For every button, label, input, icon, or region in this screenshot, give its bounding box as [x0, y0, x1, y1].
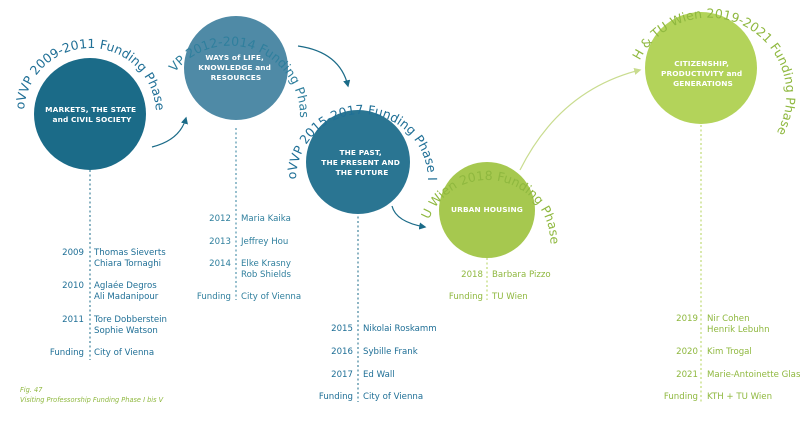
entry-name: Thomas Sieverts	[93, 248, 166, 258]
entry-year: 2009	[62, 248, 84, 258]
entry-funding-label: Funding	[50, 348, 84, 358]
entry-year: 2017	[331, 370, 353, 380]
entry-funding-value: City of Vienna	[94, 348, 154, 358]
entry-name: Maria Kaika	[241, 214, 291, 224]
entry-funding-value: TU Wien	[491, 292, 528, 302]
entry-name: Chiara Tornaghi	[94, 259, 161, 269]
entry-funding-label: Funding	[449, 292, 483, 302]
figure-number: Fig. 47	[20, 386, 43, 394]
entry-name: Nir Cohen	[707, 314, 750, 324]
entry-name: Ali Madanipour	[94, 292, 159, 302]
entry-year: 2018	[461, 270, 483, 280]
entry-name: Rob Shields	[241, 270, 291, 280]
entry-name: Ed Wall	[363, 370, 395, 380]
entry-funding-label: Funding	[664, 392, 698, 402]
phase-2-circle	[184, 16, 288, 120]
phase-5-label-line: GENERATIONS	[673, 79, 733, 88]
phase-2-label-line: RESOURCES	[211, 73, 262, 82]
phase-1-label-line: MARKETS, THE STATE	[45, 105, 136, 114]
entry-year: 2019	[676, 314, 698, 324]
entry-year: 2016	[331, 347, 353, 357]
entry-name: Elke Krasny	[241, 259, 291, 269]
phase-3-label-line: THE FUTURE	[336, 168, 389, 177]
figure-caption: Visiting Professorship Funding Phase I b…	[20, 396, 164, 404]
phase-2-entries: 2012 Maria Kaika 2013 Jeffrey Hou 2014 E…	[197, 214, 301, 302]
entry-name: Henrik Lebuhn	[707, 325, 770, 335]
phase-5-circle	[645, 12, 757, 124]
entry-funding-label: Funding	[197, 292, 231, 302]
phase-3-circle-label: THE PAST, THE PRESENT AND THE FUTURE	[321, 148, 402, 177]
phase-3-circle	[306, 110, 410, 214]
entry-name: Sophie Watson	[94, 326, 158, 336]
phase-4-circle	[439, 162, 535, 258]
phase-1-circle-label: MARKETS, THE STATE and CIVIL SOCIETY	[45, 105, 139, 124]
phase-5-label-line: PRODUCTIVITY and	[661, 69, 742, 78]
phase-4-entries: 2018 Barbara Pizzo Funding TU Wien	[449, 270, 551, 302]
phase-4-circle-label: URBAN HOUSING	[451, 205, 523, 214]
entry-funding-value: KTH + TU Wien	[707, 392, 772, 402]
connector-arrow-1-2	[151, 116, 188, 148]
phase-2-label-line: KNOWLEDGE and	[198, 63, 271, 72]
entry-funding-label: Funding	[319, 392, 353, 402]
phase-1-entries: 2009 Thomas Sieverts Chiara Tornaghi 201…	[50, 248, 167, 358]
connector-arrow-3-4	[391, 205, 427, 230]
phase-5-entries: 2019 Nir Cohen Henrik Lebuhn 2020 Kim Tr…	[664, 314, 800, 402]
entry-year: 2011	[62, 315, 84, 325]
connector-arrow-2-3	[297, 45, 351, 88]
entry-year: 2015	[331, 324, 353, 334]
entry-name: Barbara Pizzo	[492, 270, 551, 280]
entry-year: 2020	[676, 347, 698, 357]
phase-3-label-line: THE PAST,	[339, 148, 381, 157]
entry-name: Tore Dobberstein	[93, 315, 167, 325]
entry-year: 2014	[209, 259, 231, 269]
phase-5-label-line: CITIZENSHIP,	[674, 59, 729, 68]
phase-3-label-line: THE PRESENT AND	[321, 158, 400, 167]
phase-2-circle-label: WAYS of LIFE, KNOWLEDGE and RESOURCES	[198, 53, 273, 82]
entry-year: 2010	[62, 281, 84, 291]
phase-5-circle-label: CITIZENSHIP, PRODUCTIVITY and GENERATION…	[661, 59, 745, 88]
entry-funding-value: City of Vienna	[241, 292, 301, 302]
phase-2-label-line: WAYS of LIFE,	[205, 53, 264, 62]
phase-3-entries: 2015 Nikolai Roskamm 2016 Sybille Frank …	[319, 324, 437, 402]
entry-name: Marie-Antoinette Glaser	[707, 370, 800, 380]
entry-name: Kim Trogal	[707, 347, 752, 357]
phase-4-label-line: URBAN HOUSING	[451, 205, 523, 214]
entry-year: 2012	[209, 214, 231, 224]
phase-1-circle	[34, 58, 146, 170]
entry-name: Nikolai Roskamm	[363, 324, 437, 334]
phase-1-label-line: and CIVIL SOCIETY	[53, 115, 133, 124]
connector-arrow-4-5	[519, 67, 642, 171]
entry-name: Jeffrey Hou	[240, 237, 288, 247]
entry-name: Aglaée Degros	[94, 280, 157, 291]
entry-year: 2013	[209, 237, 231, 247]
entry-funding-value: City of Vienna	[363, 392, 423, 402]
entry-name: Sybille Frank	[363, 347, 418, 357]
entry-year: 2021	[676, 370, 698, 380]
